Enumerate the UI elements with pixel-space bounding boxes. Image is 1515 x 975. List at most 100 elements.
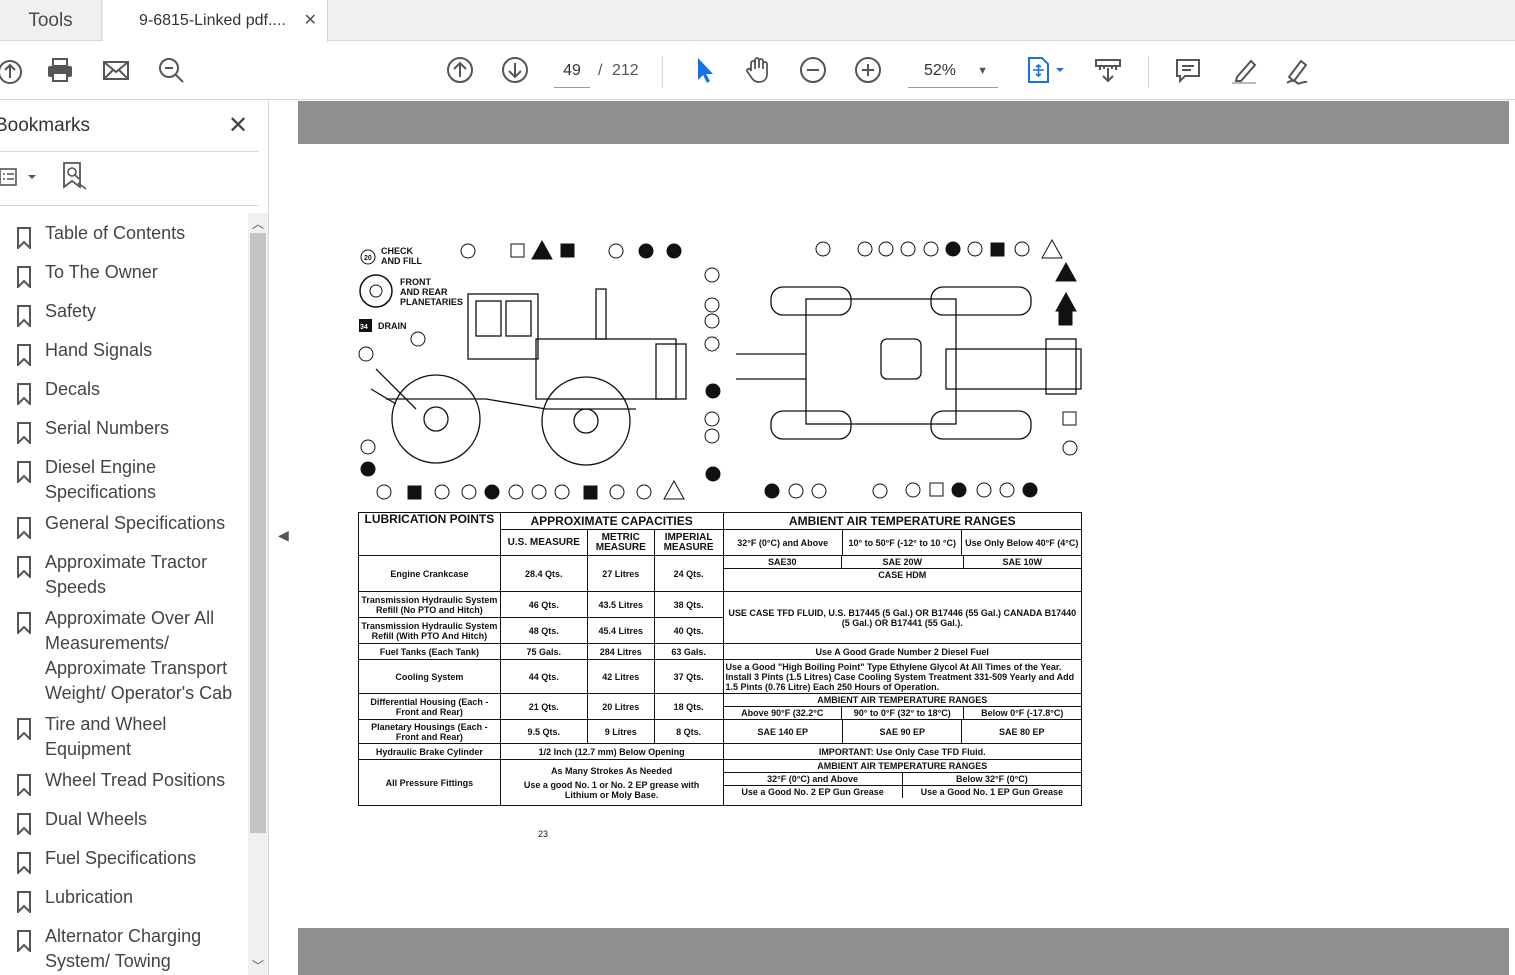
scrollbar-thumb[interactable] [250,233,266,833]
bookmark-label: Table of Contents [45,223,186,243]
scroll-up-icon[interactable]: ︿ [252,217,265,231]
legend-and-fill: AND FILL [381,256,422,266]
scroll-mode-icon[interactable] [1092,54,1124,86]
lubrication-table: LUBRICATION POINTS APPROXIMATE CAPACITIE… [358,512,1082,806]
next-page-icon[interactable] [499,54,531,86]
bookmark-label: Approximate Tractor Speeds [45,552,208,597]
bookmark-label: Lubrication [45,887,134,907]
page-number-input[interactable]: 49 [554,58,590,88]
find-bookmark-icon[interactable] [60,161,90,196]
search-icon[interactable] [155,54,187,86]
bookmark-label: Decals [45,379,101,399]
bookmark-label: Wheel Tread Positions [45,770,226,790]
col-metric-measure: METRIC MEASURE [586,529,655,556]
highlight-pen-icon[interactable] [1228,54,1260,86]
fit-page-dropdown-icon[interactable] [1052,54,1068,86]
row-us: 48 Qts. [499,617,588,644]
previous-page-icon[interactable] [444,54,476,86]
grease-subtable: AMBIENT AIR TEMPERATURE RANGES 32°F (0°C… [723,760,1081,798]
sae-2: SAE 20W [840,556,964,569]
ambient-3: Use Only Below 40°F (4°C) [961,529,1082,556]
col-lubrication-points: LUBRICATION POINTS [358,512,501,556]
zoom-in-icon[interactable] [852,54,884,86]
page-separator: / [598,62,603,79]
email-icon[interactable] [100,54,132,86]
bookmark-scrollbar[interactable]: ︿ ﹀ [248,213,268,975]
tab-document[interactable]: 9-6815-Linked pdf.... ✕ [103,0,328,42]
grease-type-1: Use a Good No. 2 EP Gun Grease [723,785,903,798]
legend-check: CHECK [381,246,414,256]
bookmark-icon [17,266,31,288]
options-menu-icon[interactable] [0,165,40,194]
row-us: 28.4 Qts. [499,555,588,592]
bookmark-label: Dual Wheels [45,809,148,829]
tfd-fluid-note: USE CASE TFD FLUID, U.S. B17445 (5 Gal.)… [722,591,1082,644]
grease-note: Use a good No. 1 or No. 2 EP grease with… [523,779,700,800]
bookmark-icon [17,383,31,405]
chevron-down-icon: ▼ [977,65,988,77]
scroll-down-icon[interactable]: ﹀ [252,959,265,973]
bookmark-label: Diesel Engine Specifications [45,457,157,502]
hand-tool-icon[interactable] [742,54,774,86]
sign-icon[interactable] [1282,54,1314,86]
row-us: 46 Qts. [499,591,588,618]
bookmark-label: Hand Signals [45,340,153,360]
tab-bar: Tools 9-6815-Linked pdf.... ✕ [0,0,1515,42]
row-us: 75 Gals. [499,643,588,660]
sae-3: SAE 10W [962,556,1081,569]
page-total: 212 [612,62,639,79]
row-metric: 284 Litres [586,643,655,660]
panel-divider [0,205,259,206]
row-point: All Pressure Fittings [358,759,501,806]
close-tab-icon[interactable]: ✕ [303,12,317,29]
toolbar: 49 / 212 52% ▼ [0,42,1515,100]
zoom-select[interactable]: 52% ▼ [908,58,998,88]
document-page-number: 23 [538,829,549,839]
row-point: Cooling System [358,659,501,694]
select-cursor-icon[interactable] [688,54,720,86]
gear-sae-2: SAE 90 EP [841,719,963,744]
fit-page-icon[interactable] [1022,54,1054,86]
row-metric: 27 Litres [586,555,655,592]
col-us-measure: U.S. MEASURE [499,529,588,556]
grease-range-1: 32°F (0°C) and Above [723,772,903,786]
table-cell: As Many Strokes As Needed Use a good No.… [499,759,724,806]
gear-range-1: Above 90°F (32.2°C [723,706,842,719]
upload-icon[interactable] [0,54,26,86]
bookmark-icon [17,612,31,634]
table-cell: AMBIENT AIR TEMPERATURE RANGES 32°F (0°C… [722,759,1082,806]
bookmarks-title: Bookmarks [0,115,91,136]
toolbar-divider [662,56,663,88]
close-panel-icon[interactable]: ✕ [228,112,249,139]
row-metric: 9 Litres [586,719,655,744]
bookmark-label: Approximate Over All Measurements/ Appro… [45,608,233,703]
panel-splitter[interactable]: ◀ [268,101,298,975]
document-viewer[interactable]: 20 CHECK AND FILL FRONT AND REAR PLANETA… [298,101,1515,975]
print-icon[interactable] [44,54,76,86]
row-us: 9.5 Qts. [499,719,588,744]
bookmark-icon [17,930,31,952]
bookmark-icon [17,774,31,796]
legend-check-number: 20 [364,255,372,262]
ambient-header-3: AMBIENT AIR TEMPERATURE RANGES [723,760,1081,773]
row-imperial: 24 Qts. [653,555,724,592]
bookmark-icon [17,227,31,249]
collapse-panel-icon[interactable]: ◀ [278,527,289,543]
comment-icon[interactable] [1172,54,1204,86]
tab-document-label: 9-6815-Linked pdf.... [139,12,286,29]
tab-tools[interactable]: Tools [0,0,102,41]
row-us: 21 Qts. [499,693,588,720]
row-imperial: 40 Qts. [653,617,724,644]
row-point: Transmission Hydraulic System Refill (Wi… [358,617,501,644]
ambient-header-2: AMBIENT AIR TEMPERATURE RANGES [723,694,1081,707]
important-note: IMPORTANT: Use Only Case TFD Fluid. [722,743,1082,760]
viewer-edge [1509,101,1515,975]
bookmark-label: Serial Numbers [45,418,170,438]
col-capacities: APPROXIMATE CAPACITIES [499,512,724,530]
zoom-out-icon[interactable] [797,54,829,86]
bookmark-label: General Specifications [45,513,226,533]
bookmark-icon [17,344,31,366]
panel-divider [0,151,259,152]
